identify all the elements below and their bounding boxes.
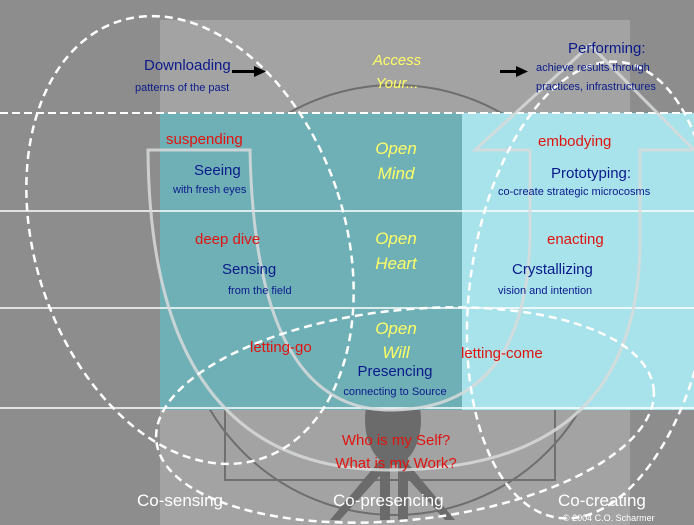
access-line1: Access xyxy=(372,52,422,69)
open-mind-line2: Mind xyxy=(377,164,415,183)
co-sensing-label: Co-sensing xyxy=(137,491,223,510)
open-heart-line1: Open xyxy=(375,229,417,248)
prototyping-subtitle: co-create strategic microcosms xyxy=(498,186,651,198)
performing-title: Performing: xyxy=(568,40,646,57)
crystallizing-title: Crystallizing xyxy=(512,261,593,278)
open-mind-line1: Open xyxy=(375,139,417,158)
performing-subtitle-1: achieve results through xyxy=(536,62,650,74)
presencing-subtitle: connecting to Source xyxy=(343,386,447,398)
access-line2: Your... xyxy=(375,75,419,92)
sensing-title: Sensing xyxy=(222,261,277,278)
downloading-title: Downloading xyxy=(144,57,231,74)
letting-come-label: letting-come xyxy=(461,345,543,362)
u-arrow-outline xyxy=(146,42,694,472)
open-heart-line2: Heart xyxy=(375,254,417,273)
embodying-label: embodying xyxy=(538,133,612,150)
sensing-subtitle: from the field xyxy=(228,285,292,297)
copyright-note: © 2004 C.O. Scharmer xyxy=(563,513,655,523)
open-will-line1: Open xyxy=(375,319,417,338)
crystallizing-subtitle: vision and intention xyxy=(498,285,593,297)
prototyping-title: Prototyping: xyxy=(551,165,632,182)
presencing-title: Presencing xyxy=(357,363,433,380)
question-self: Who is my Self? xyxy=(341,432,451,449)
open-will-line2: Will xyxy=(382,343,410,362)
co-presencing-label: Co-presencing xyxy=(333,491,444,510)
downloading-subtitle: patterns of the past xyxy=(135,82,230,94)
seeing-title: Seeing xyxy=(194,162,241,179)
top-arrows xyxy=(232,66,528,77)
level-lines xyxy=(0,112,694,409)
performing-subtitle-2: practices, infrastructures xyxy=(536,81,656,93)
seeing-subtitle: with fresh eyes xyxy=(173,184,247,196)
suspending-label: suspending xyxy=(166,131,243,148)
letting-go-label: letting-go xyxy=(250,339,312,356)
right-teal-panel xyxy=(462,113,694,410)
deep-dive-label: deep dive xyxy=(195,231,261,248)
co-creating-label: Co-creating xyxy=(558,491,646,510)
question-work: What is my Work? xyxy=(335,455,457,472)
enacting-label: enacting xyxy=(547,231,604,248)
left-teal-panel xyxy=(160,113,462,410)
